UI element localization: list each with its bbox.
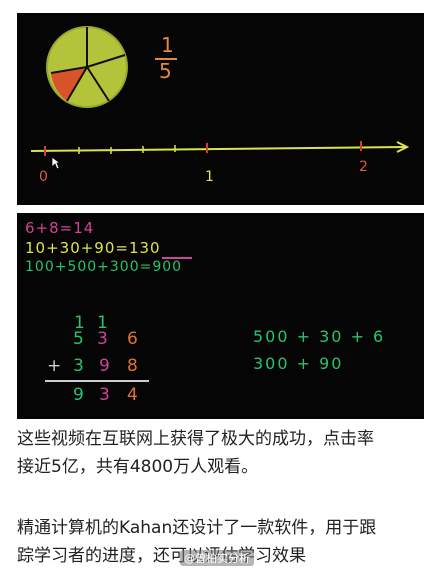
bottom-digit: 8 [127,356,138,376]
mouse-cursor-icon [51,156,61,170]
expansion-line-2: 300 + 90 [253,354,344,373]
carry-digit: 1 [97,313,108,333]
result-digit: 3 [99,385,110,405]
equation-1: 6+8=14 [25,219,95,237]
video-frame-addition: 6+8=14 10+30+90=130 100+500+300=900 1 1 … [17,213,424,419]
bottom-digit: 9 [99,356,110,376]
number-line-label-2: 2 [359,159,368,175]
fraction-denominator: 5 [159,59,172,83]
bottom-digit: 3 [73,356,84,376]
watermark: @曾柏实分析 [180,550,254,566]
result-digit: 4 [127,385,138,405]
top-digit: 5 [73,329,84,349]
equation-2-underline [162,257,192,259]
number-line [30,141,410,156]
expansion-line-1: 500 + 30 + 6 [253,327,386,346]
result-digit: 9 [73,385,84,405]
caption-paragraph-1: 这些视频在互联网上获得了极大的成功，点击率 接近5亿，共有4800万人观看。 [17,425,427,481]
equation-2: 10+30+90=130 [25,239,161,257]
top-digit: 6 [127,329,138,349]
fraction-numerator: 1 [161,33,174,57]
sum-line [45,380,149,382]
number-line-label-0: 0 [39,169,48,185]
caption-line: 精通计算机的Kahan还设计了一款软件，用于跟 [17,518,377,538]
video-frame-fraction: 1 5 0 1 2 [17,13,424,205]
plus-sign: + [47,356,62,376]
number-line-label-1: 1 [205,169,214,185]
caption-line: 这些视频在互联网上获得了极大的成功，点击率 [17,429,374,449]
fraction-bar [155,58,177,60]
equation-3: 100+500+300=900 [25,259,183,275]
pie-chart-icon [46,26,128,108]
caption-line: 接近5亿，共有4800万人观看。 [17,457,259,477]
top-digit: 3 [97,329,108,349]
carry-digit: 1 [74,313,85,333]
